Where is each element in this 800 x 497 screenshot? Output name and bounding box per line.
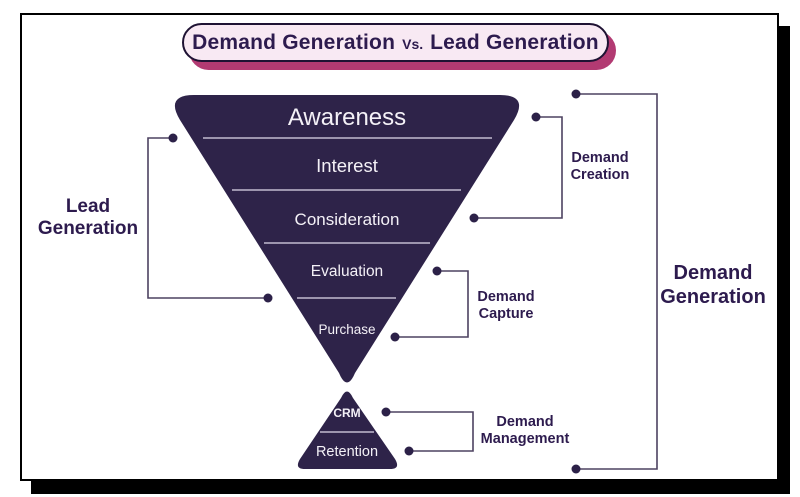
- demand-management-bracket: [386, 411, 474, 452]
- label-demand-capture: Demand Capture: [477, 289, 535, 323]
- connector-dot: [432, 266, 442, 276]
- label-demand-creation: Demand Creation: [570, 150, 630, 184]
- funnel-shape: [174, 95, 520, 383]
- connector-dot: [571, 464, 581, 474]
- label-lead-generation: Lead Generation: [37, 196, 139, 240]
- title-demand-generation: Demand Generation: [192, 30, 396, 54]
- label-demand-generation: Demand Generation: [660, 262, 766, 308]
- stage-interest: Interest: [316, 155, 378, 176]
- title-banner: Demand Generation Vs. Lead Generation: [182, 23, 609, 62]
- lead-generation-bracket: [147, 137, 268, 299]
- connector-dot: [571, 89, 581, 99]
- demand-capture-bracket: [395, 270, 469, 338]
- stage-retention: Retention: [316, 444, 378, 460]
- title-lead-generation: Lead Generation: [430, 30, 599, 54]
- stage-evaluation: Evaluation: [311, 263, 383, 280]
- stage-crm: CRM: [333, 406, 360, 420]
- demand-generation-bracket: [576, 93, 658, 470]
- retention-triangle-shape: [297, 391, 398, 469]
- stage-awareness: Awareness: [288, 104, 406, 131]
- stage-purchase: Purchase: [318, 322, 375, 337]
- connector-dot: [531, 112, 541, 122]
- connector-dot: [381, 407, 391, 417]
- demand-creation-bracket: [474, 116, 563, 219]
- connector-dot: [469, 213, 479, 223]
- label-demand-management: Demand Management: [480, 414, 570, 448]
- title-vs: Vs.: [402, 35, 424, 52]
- connector-dot: [263, 293, 273, 303]
- connector-dot: [404, 446, 414, 456]
- connector-dot: [390, 332, 400, 342]
- connector-dot: [168, 133, 178, 143]
- stage-consideration: Consideration: [295, 210, 400, 229]
